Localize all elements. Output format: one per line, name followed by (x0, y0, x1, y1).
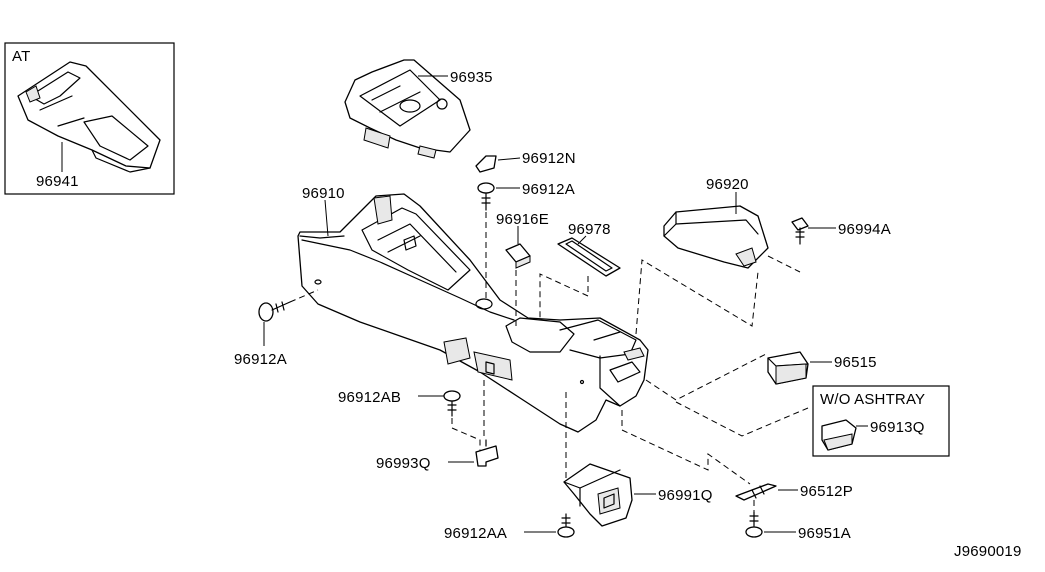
part-label-96978: 96978 (568, 221, 611, 238)
part-label-96912AB: 96912AB (338, 389, 401, 406)
part-label-96515: 96515 (834, 354, 877, 371)
part-label-96993Q: 96993Q (376, 455, 431, 472)
diagram-reference-code: J9690019 (954, 543, 1022, 560)
at-finisher-96941-drawing (17, 61, 161, 173)
bracket-96512P-drawing (735, 483, 777, 501)
armrest-lid-96920-drawing (663, 205, 769, 269)
part-label-96912AA: 96912AA (444, 525, 507, 542)
part-label-96916E: 96916E (496, 211, 549, 228)
bracket-96993Q-drawing (475, 439, 499, 467)
part-label-96991Q: 96991Q (658, 487, 713, 504)
part-label-96912N: 96912N (522, 150, 576, 167)
ashtray-96515-drawing (767, 351, 809, 385)
cap-96912N-drawing (475, 155, 497, 173)
part-label-96913Q: 96913Q (870, 419, 925, 436)
part-label-96920: 96920 (706, 176, 749, 193)
panel-96978-drawing (557, 237, 621, 277)
part-label-96912A-top: 96912A (522, 181, 575, 198)
screw-96912A-top-drawing (477, 182, 495, 211)
screw-96951A-drawing (745, 511, 763, 538)
wo-ashtray-inset-title: W/O ASHTRAY (820, 391, 925, 408)
at-inset-title: AT (12, 48, 30, 65)
blank-cover-96913Q-drawing (821, 419, 857, 451)
part-label-96912A-left: 96912A (234, 351, 287, 368)
part-label-96512P: 96512P (800, 483, 853, 500)
wo-ashtray-inset-box: W/O ASHTRAY 96913Q (812, 385, 950, 457)
part-label-96935: 96935 (450, 69, 493, 86)
clip-96916E-drawing (505, 243, 531, 269)
screw-96994A-drawing (791, 217, 809, 245)
screw-96912AA-drawing (557, 513, 575, 538)
part-label-96941: 96941 (36, 173, 79, 190)
part-label-96994A: 96994A (838, 221, 891, 238)
console-box-96910-drawing (297, 193, 649, 433)
at-inset-box: AT 96941 (4, 42, 175, 195)
part-label-96910: 96910 (302, 185, 345, 202)
finisher-96935-drawing (344, 59, 471, 159)
part-label-96951A: 96951A (798, 525, 851, 542)
bracket-96991Q-drawing (563, 463, 633, 527)
screw-96912A-left-drawing (258, 301, 291, 322)
screw-96912AB-drawing (443, 390, 461, 417)
